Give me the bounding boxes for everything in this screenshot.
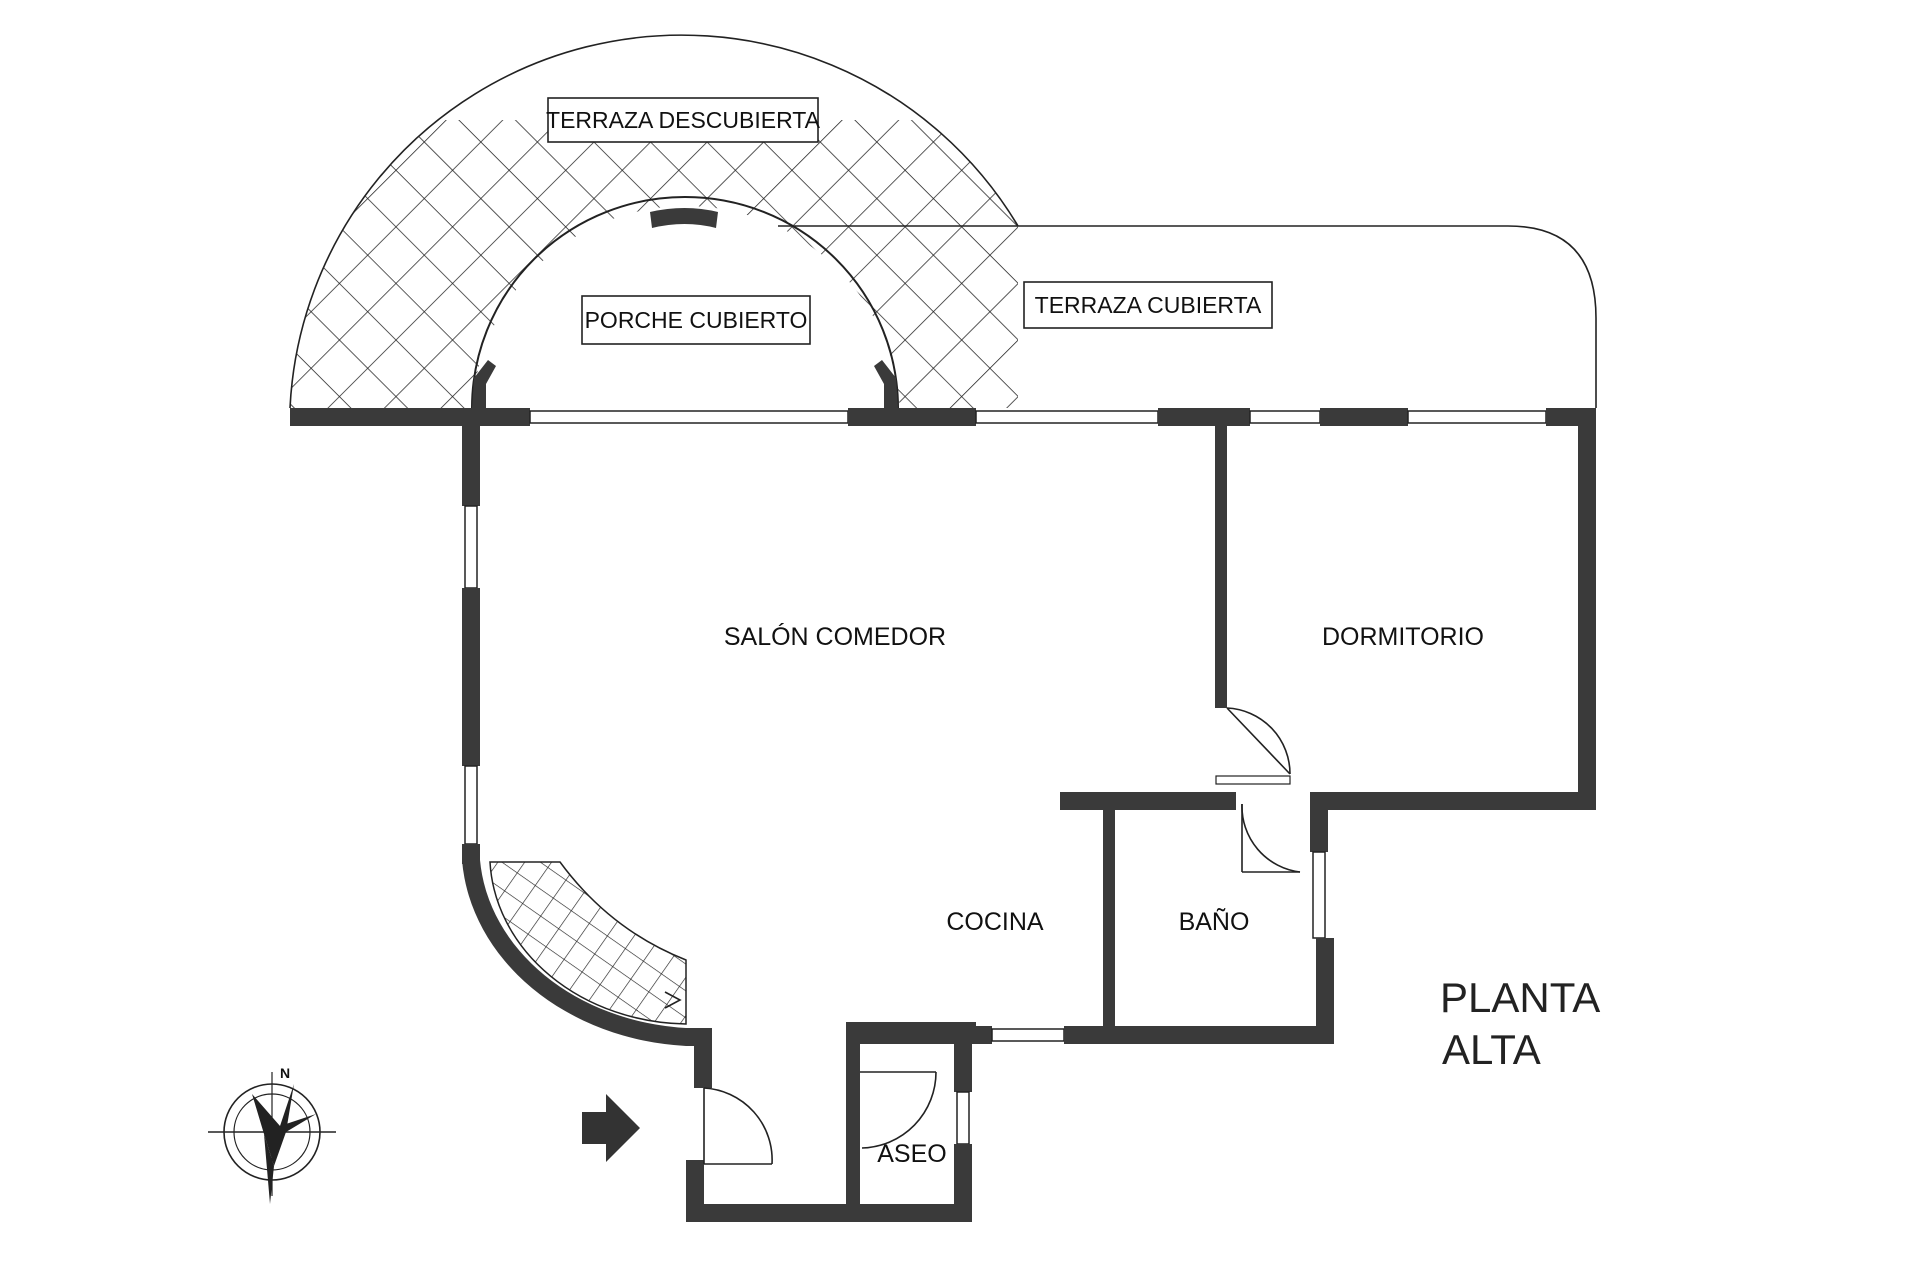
porche-cubierto-arch bbox=[471, 196, 899, 409]
plan-title-line2: ALTA bbox=[1442, 1026, 1541, 1073]
bano-door[interactable] bbox=[1241, 803, 1301, 873]
svg-text:TERRAZA DESCUBIERTA: TERRAZA DESCUBIERTA bbox=[546, 107, 821, 133]
label-bano: BAÑO bbox=[1179, 907, 1250, 936]
aseo-door[interactable] bbox=[860, 1071, 937, 1149]
bedroom-door[interactable] bbox=[1215, 707, 1291, 785]
north-label: N bbox=[280, 1065, 290, 1081]
kitchen-bottom-wall bbox=[846, 1026, 1334, 1044]
terraza-cubierta-outline bbox=[778, 225, 1597, 408]
entrance-walls bbox=[686, 1028, 972, 1222]
staircase bbox=[462, 860, 687, 1046]
label-dormitorio: DORMITORIO bbox=[1322, 623, 1484, 651]
entrance-arrow-icon bbox=[582, 1094, 640, 1162]
label-aseo: ASEO bbox=[877, 1140, 946, 1168]
compass-rose-icon: N bbox=[208, 1065, 336, 1204]
label-porche-cubierto: PORCHE CUBIERTO bbox=[581, 295, 811, 345]
label-terraza-descubierta: TERRAZA DESCUBIERTA bbox=[546, 97, 821, 143]
label-cocina: COCINA bbox=[946, 908, 1044, 936]
right-wall bbox=[1578, 408, 1596, 810]
top-wall bbox=[290, 408, 1596, 426]
left-wall bbox=[462, 426, 480, 864]
svg-text:TERRAZA CUBIERTA: TERRAZA CUBIERTA bbox=[1035, 292, 1262, 318]
label-salon-comedor: SALÓN COMEDOR bbox=[724, 622, 946, 651]
bedroom-left-wall bbox=[1215, 426, 1227, 708]
entrance-door[interactable] bbox=[703, 1087, 773, 1165]
bano-walls bbox=[1060, 792, 1334, 1044]
plan-title-line1: PLANTA bbox=[1440, 974, 1600, 1021]
bedroom-bottom-wall bbox=[1310, 792, 1596, 810]
label-terraza-cubierta: TERRAZA CUBIERTA bbox=[1023, 281, 1273, 329]
aseo-walls bbox=[846, 1022, 976, 1222]
svg-text:PORCHE CUBIERTO: PORCHE CUBIERTO bbox=[585, 307, 808, 333]
